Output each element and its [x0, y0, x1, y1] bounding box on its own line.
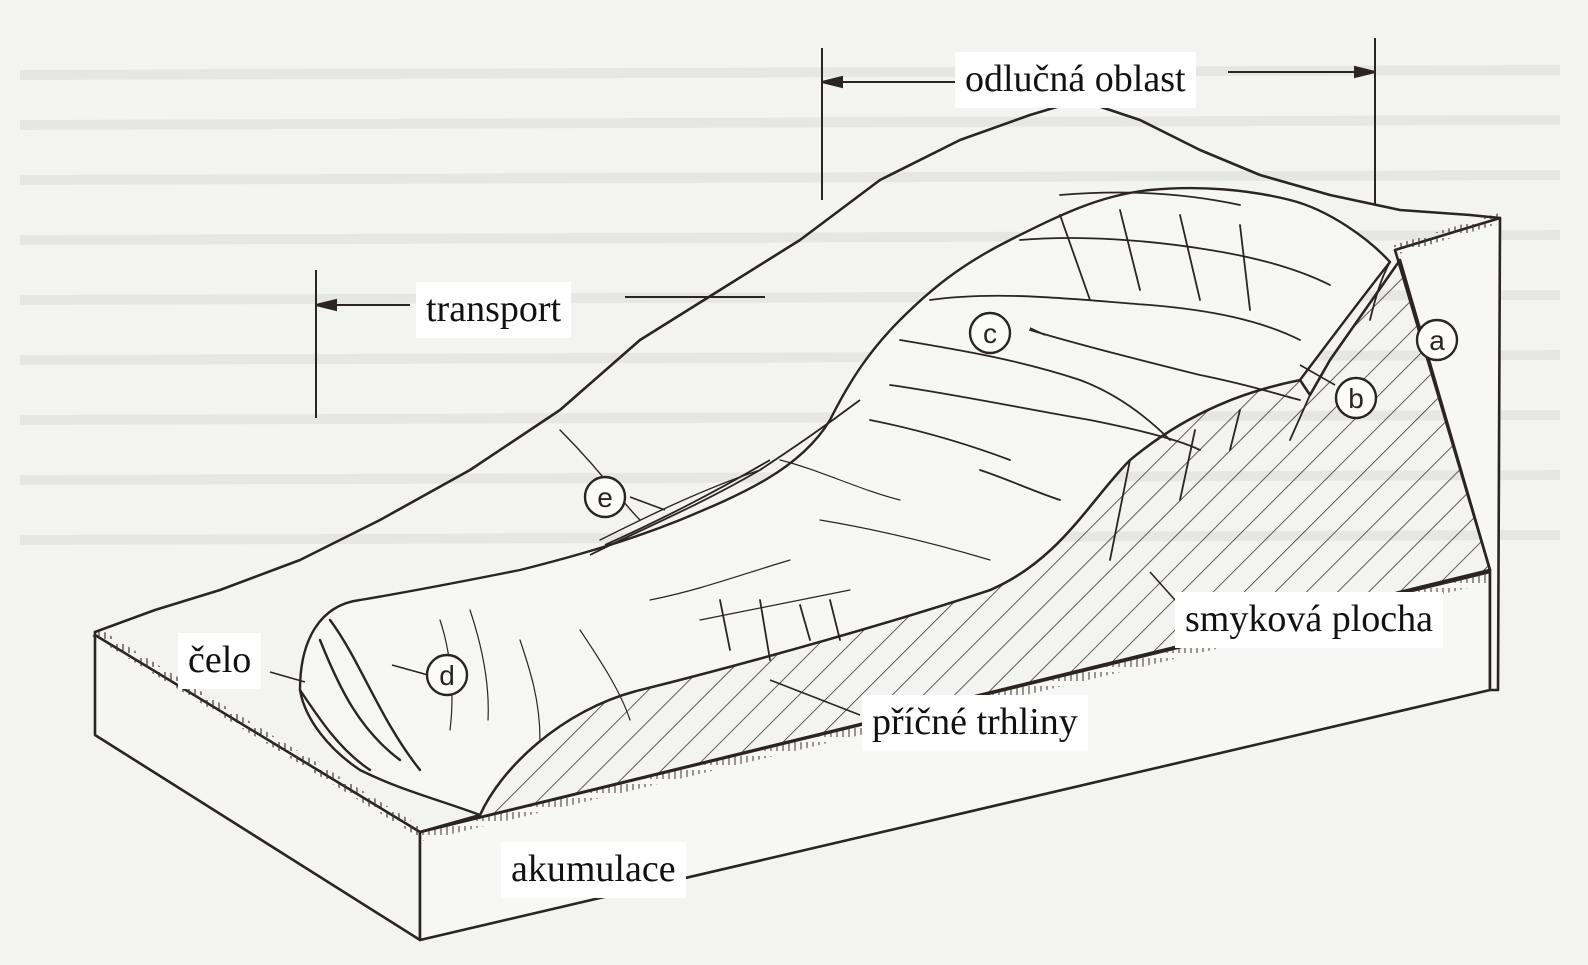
marker-e-text: e: [597, 482, 613, 513]
marker-d-text: d: [439, 660, 455, 691]
marker-b-text: b: [1348, 383, 1364, 414]
label-smykova-plocha: smyková plocha: [1175, 592, 1443, 648]
marker-a: a: [1417, 320, 1457, 360]
label-celo: čelo: [178, 633, 261, 689]
marker-a-text: a: [1429, 325, 1445, 356]
label-transport: transport: [416, 282, 571, 338]
marker-c: c: [970, 313, 1010, 353]
marker-b: b: [1336, 378, 1376, 418]
label-akumulace: akumulace: [501, 842, 686, 898]
label-odlucna-oblast: odlučná oblast: [955, 52, 1196, 108]
marker-c-text: c: [983, 318, 997, 349]
marker-e: e: [585, 477, 625, 517]
label-pricne-trhliny: příčné trhliny: [862, 695, 1088, 751]
marker-d: d: [427, 655, 467, 695]
